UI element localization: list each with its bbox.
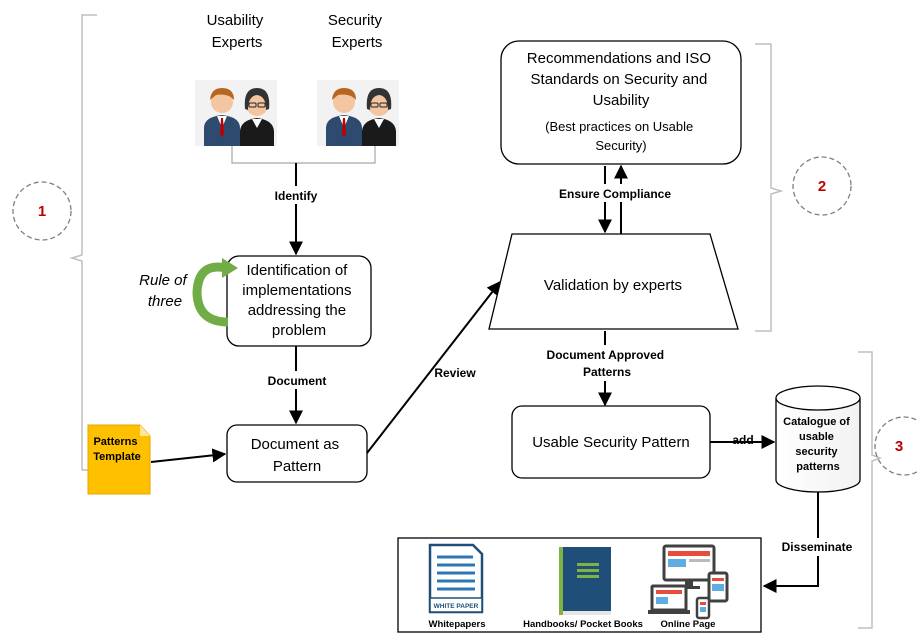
validation-box — [488, 233, 739, 330]
document-approved-label: Document Approved Patterns — [547, 348, 668, 379]
review-arrow — [366, 280, 501, 454]
catalogue-database-icon — [775, 385, 861, 493]
phase-2-bracket — [755, 43, 784, 332]
document-as-pattern-box — [226, 424, 368, 483]
usable-security-pattern-text: Usable Security Pattern — [532, 434, 690, 451]
patterns-template-icon — [87, 424, 151, 495]
handbooks-label: Handbooks/ Pocket Books — [523, 619, 643, 630]
whitepaper-icon — [428, 543, 484, 614]
phase-2-number: 2 — [818, 178, 826, 195]
online-page-label: Online Page — [661, 619, 716, 630]
online-page-devices-icon — [648, 544, 729, 620]
experts-join-bracket — [231, 146, 376, 164]
validation-text: Validation by experts — [544, 277, 682, 294]
phase-3-circle — [874, 416, 917, 476]
disseminate-label: Disseminate — [782, 540, 853, 554]
recommendations-subtext: (Best practices on Usable Security) — [545, 119, 697, 153]
handbook-icon — [559, 547, 611, 615]
patterns-template-label: Patterns Template — [93, 436, 140, 463]
security-experts-label: Security Experts — [328, 12, 386, 51]
identification-box — [226, 255, 372, 347]
add-label: add — [732, 433, 753, 447]
rule-of-three-cycle-icon — [192, 258, 238, 327]
disseminate-arrow — [762, 492, 819, 593]
ensure-compliance-label: Ensure Compliance — [559, 187, 671, 201]
whitepapers-label: Whitepapers — [428, 619, 485, 630]
document-label: Document — [268, 374, 327, 388]
phase-3-bracket — [858, 351, 883, 629]
identification-text: Identification of implementations addres… — [242, 262, 355, 339]
document-as-pattern-text: Document as Pattern — [251, 436, 344, 475]
template-arrow — [150, 448, 227, 463]
identify-label: Identify — [275, 189, 318, 203]
phase-1-bracket — [69, 14, 97, 471]
phase-3-number: 3 — [895, 438, 903, 455]
review-label: Review — [434, 366, 476, 380]
whitepaper-icon-text: WHITE PAPER — [434, 603, 479, 610]
phase-1-number: 1 — [38, 203, 46, 220]
usability-experts-icon — [195, 80, 277, 146]
catalogue-text: Catalogue of usable security patterns — [783, 416, 853, 473]
security-experts-icon — [317, 80, 399, 146]
recommendations-text: Recommendations and ISO Standards on Sec… — [527, 50, 715, 109]
recommendations-box — [500, 40, 742, 165]
phase-1-circle — [12, 181, 72, 241]
rule-of-three-label: Rule of three — [139, 272, 191, 310]
usability-experts-label: Usability Experts — [207, 12, 268, 51]
phase-2-circle — [792, 156, 852, 216]
